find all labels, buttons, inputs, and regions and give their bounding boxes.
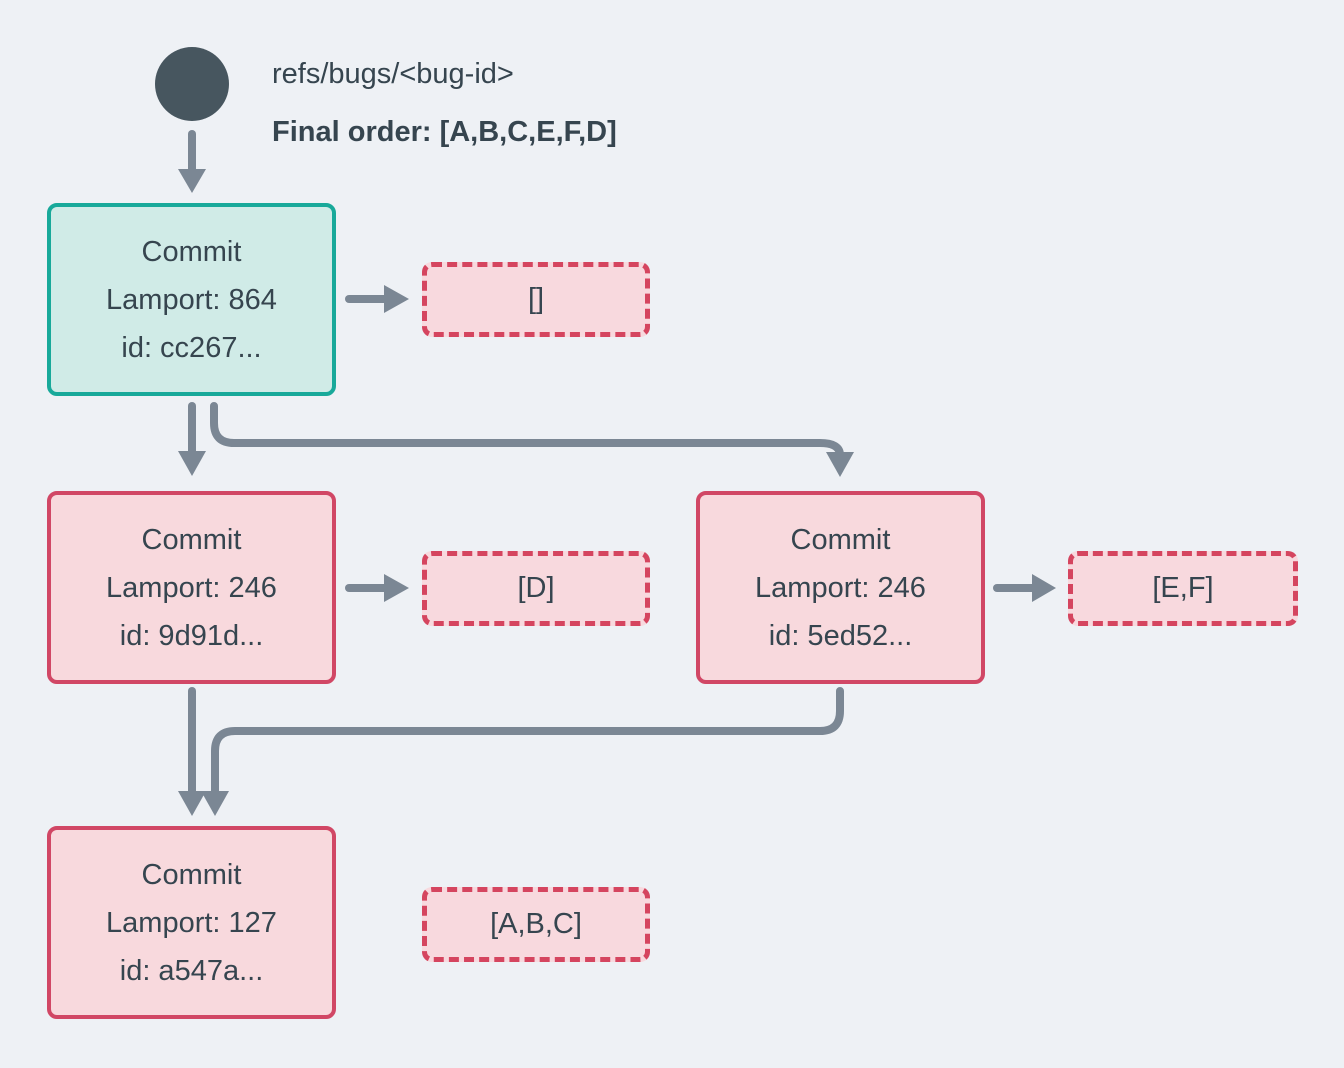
commit-id: id: cc267...	[121, 331, 262, 364]
commit-id: id: 9d91d...	[119, 619, 264, 652]
ops-box-right: [E,F]	[1068, 551, 1298, 626]
commit-id: id: a547a...	[119, 954, 264, 987]
commit-title: Commit	[141, 858, 242, 891]
commit-lamport: Lamport: 246	[106, 571, 277, 604]
commit-node-root: Commit Lamport: 864 id: cc267...	[47, 203, 336, 396]
ops-box-root: []	[422, 262, 650, 337]
arrow-right-to-merge	[201, 687, 844, 816]
arrow-ref-to-root	[178, 130, 206, 193]
branch-ref-node	[155, 47, 229, 121]
arrow-root-to-left	[178, 402, 206, 476]
commit-node-right: Commit Lamport: 246 id: 5ed52...	[696, 491, 985, 684]
arrow-root-to-ops	[345, 285, 409, 313]
branch-ref-label: refs/bugs/<bug-id>	[272, 58, 514, 90]
arrow-left-to-ops	[345, 574, 409, 602]
ops-box-left: [D]	[422, 551, 650, 626]
arrow-root-to-right	[210, 402, 854, 477]
commit-id: id: 5ed52...	[768, 619, 913, 652]
ops-box-merge: [A,B,C]	[422, 887, 650, 962]
final-order-label: Final order: [A,B,C,E,F,D]	[272, 116, 617, 148]
commit-lamport: Lamport: 246	[755, 571, 926, 604]
commit-lamport: Lamport: 127	[106, 906, 277, 939]
arrow-right-to-ops	[993, 574, 1056, 602]
commit-title: Commit	[790, 523, 891, 556]
commit-lamport: Lamport: 864	[106, 283, 277, 316]
commit-title: Commit	[141, 235, 242, 268]
arrow-left-to-merge	[178, 687, 206, 816]
commit-node-merge: Commit Lamport: 127 id: a547a...	[47, 826, 336, 1019]
commit-title: Commit	[141, 523, 242, 556]
commit-node-left: Commit Lamport: 246 id: 9d91d...	[47, 491, 336, 684]
